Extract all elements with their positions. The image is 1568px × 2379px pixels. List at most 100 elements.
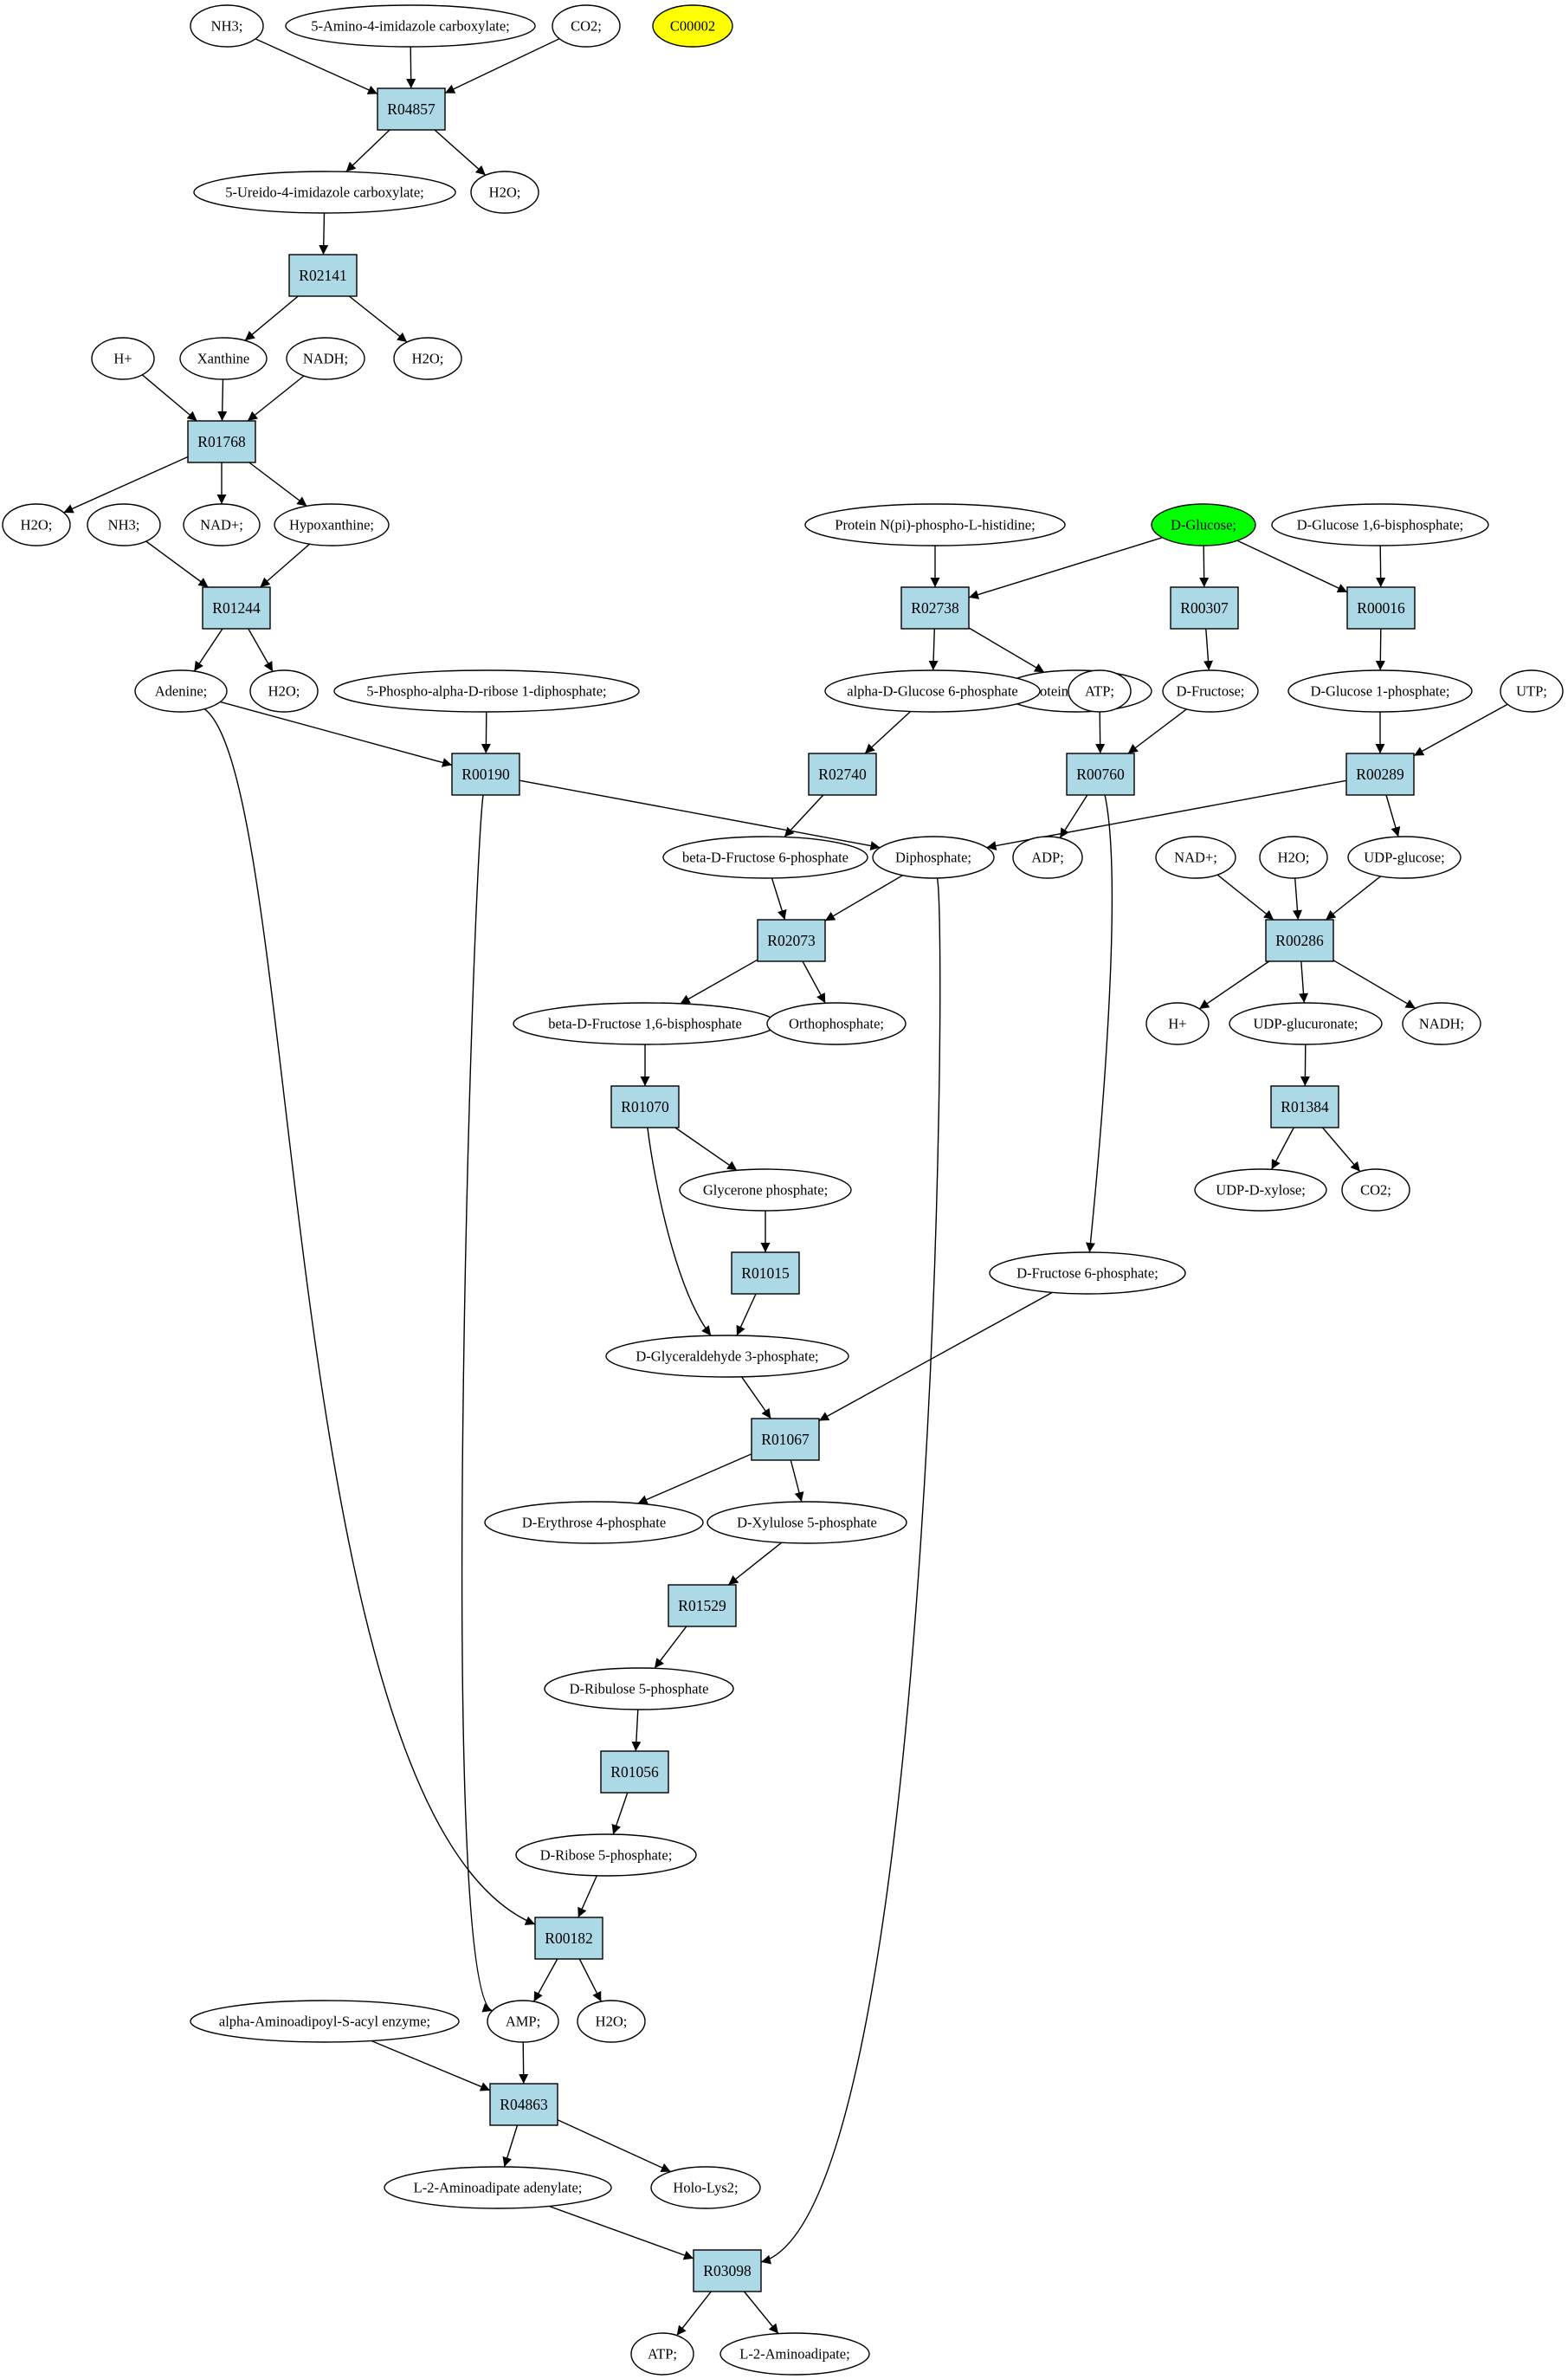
reaction-box (757, 919, 826, 962)
compound-node-dg16bp[interactable]: D-Glucose 1,6-bisphosphate; (1271, 503, 1489, 546)
reaction-node-R01056[interactable]: R01056 (600, 1750, 669, 1794)
compound-node-adenine[interactable]: Adenine; (134, 669, 228, 713)
compound-node-nad_a[interactable]: NAD+; (183, 503, 261, 546)
compound-node-h_b[interactable]: H+ (1145, 1002, 1210, 1045)
reaction-node-R01768[interactable]: R01768 (187, 420, 256, 463)
compound-node-atp_b[interactable]: ATP; (630, 2332, 694, 2376)
compound-node-df6p[interactable]: D-Fructose 6-phosphate; (989, 1251, 1186, 1295)
compound-node-l2aa[interactable]: L-2-Aminoadipate; (719, 2332, 870, 2376)
compound-node-h2o_c[interactable]: H2O; (2, 503, 71, 546)
edge-xu5p-to-R01529 (727, 1542, 783, 1586)
compound-node-udpxyl[interactable]: UDP-D-xylose; (1194, 1168, 1327, 1212)
reaction-node-R00286[interactable]: R00286 (1265, 919, 1334, 962)
edge-R04857-to-ureido (345, 129, 390, 172)
compound-node-adp[interactable]: ADP; (1012, 836, 1083, 879)
reaction-box (489, 2083, 558, 2126)
edge-nh3_a-to-R04857 (255, 38, 378, 95)
compound-node-aaenz[interactable]: alpha-Aminoadipoyl-S-acyl enzyme; (190, 2000, 460, 2043)
compound-ellipse (872, 836, 995, 879)
compound-node-h2o_b[interactable]: H2O; (393, 337, 462, 380)
compound-node-nh3_a[interactable]: NH3; (190, 4, 264, 48)
compound-node-co2_b[interactable]: CO2; (1341, 1168, 1410, 1212)
reaction-node-R00307[interactable]: R00307 (1170, 586, 1239, 630)
reaction-node-R00760[interactable]: R00760 (1066, 753, 1135, 796)
compound-ellipse (190, 2000, 460, 2043)
compound-node-ag6p[interactable]: alpha-D-Glucose 6-phosphate (824, 669, 1041, 713)
reaction-node-R01384[interactable]: R01384 (1270, 1085, 1339, 1128)
compound-node-hypox[interactable]: Hypoxanthine; (274, 503, 390, 546)
compound-node-nad_b[interactable]: NAD+; (1155, 836, 1236, 879)
edge-R01070-to-g3p (647, 1127, 712, 1336)
compound-ellipse (719, 2332, 870, 2376)
compound-node-glycp[interactable]: Glycerone phosphate; (679, 1168, 852, 1212)
compound-ellipse (487, 2000, 559, 2043)
reaction-node-R04857[interactable]: R04857 (377, 87, 446, 131)
edge-R01067-to-xu5p (790, 1459, 804, 1503)
compound-node-diphos[interactable]: Diphosphate; (872, 836, 995, 879)
node-label: Protein N(pi)-phospho-L-histidine; (835, 517, 1035, 533)
compound-ellipse (1155, 836, 1236, 879)
compound-node-h2o_a[interactable]: H2O; (470, 171, 539, 214)
edge-dfructose-to-R00760 (1127, 708, 1187, 754)
reaction-node-R01067[interactable]: R01067 (751, 1418, 820, 1461)
compound-node-ureido[interactable]: 5-Ureido-4-imidazole carboxylate; (193, 171, 456, 214)
compound-node-utp[interactable]: UTP; (1500, 669, 1564, 713)
edge-R01384-to-udpxyl (1270, 1127, 1294, 1170)
reaction-node-R00289[interactable]: R00289 (1345, 753, 1415, 796)
reaction-node-R02073[interactable]: R02073 (757, 919, 826, 962)
compound-node-h2o_e[interactable]: H2O; (1259, 836, 1328, 879)
reaction-node-R01070[interactable]: R01070 (610, 1085, 680, 1128)
compound-node-xanthine[interactable]: Xanthine (179, 337, 268, 380)
compound-node-hololys2[interactable]: Holo-Lys2; (650, 2166, 761, 2209)
compound-node-h2o_f[interactable]: H2O; (577, 2000, 646, 2043)
node-label: NADH; (303, 351, 348, 367)
reaction-node-R01244[interactable]: R01244 (202, 586, 271, 630)
compound-node-bf6p[interactable]: beta-D-Fructose 6-phosphate (662, 836, 868, 879)
reaction-node-R02738[interactable]: R02738 (900, 586, 970, 630)
reaction-node-R02141[interactable]: R02141 (288, 254, 358, 297)
reaction-node-R01015[interactable]: R01015 (731, 1251, 800, 1295)
edge-nad_b-to-R00286 (1216, 874, 1274, 921)
reaction-box (1346, 586, 1416, 630)
compound-node-co2_a[interactable]: CO2; (552, 4, 621, 48)
compound-node-nh3_b[interactable]: NH3; (87, 503, 161, 546)
compound-node-h_a[interactable]: H+ (91, 337, 155, 380)
compound-node-h2o_d[interactable]: H2O; (249, 669, 319, 713)
compound-node-ru5p[interactable]: D-Ribulose 5-phosphate (544, 1667, 734, 1710)
compound-node-prpp[interactable]: 5-Phospho-alpha-D-ribose 1-diphosphate; (333, 669, 640, 713)
compound-node-dg1p[interactable]: D-Glucose 1-phosphate; (1287, 669, 1473, 713)
compound-ellipse (679, 1168, 852, 1212)
compound-node-bf16bp[interactable]: beta-D-Fructose 1,6-bisphosphate (513, 1002, 778, 1045)
reaction-node-R00182[interactable]: R00182 (534, 1917, 603, 1960)
reaction-node-R00190[interactable]: R00190 (451, 753, 520, 796)
compound-node-atp_a[interactable]: ATP; (1068, 669, 1132, 713)
compound-node-udpglc[interactable]: UDP-glucose; (1347, 836, 1462, 879)
reaction-node-R04863[interactable]: R04863 (489, 2083, 558, 2126)
compound-node-e4p[interactable]: D-Erythrose 4-phosphate (484, 1501, 704, 1544)
edge-h_a-to-R01768 (141, 374, 197, 422)
reaction-node-R01529[interactable]: R01529 (668, 1584, 737, 1627)
reaction-node-R02740[interactable]: R02740 (808, 753, 877, 796)
edge-l2aaden-to-R03098 (548, 2205, 694, 2260)
compound-node-orthop[interactable]: Orthophosphate; (766, 1002, 907, 1045)
node-label: R00760 (1076, 766, 1125, 783)
compound-node-c00002[interactable]: C00002 (652, 4, 733, 48)
compound-node-udpglcu[interactable]: UDP-glucuronate; (1229, 1002, 1383, 1045)
compound-node-amp[interactable]: AMP; (487, 2000, 559, 2043)
compound-node-nadh_a[interactable]: NADH; (286, 337, 365, 380)
compound-node-r5p[interactable]: D-Ribose 5-phosphate; (515, 1833, 697, 1877)
compound-node-l2aaden[interactable]: L-2-Aminoadipate adenylate; (384, 2166, 612, 2209)
node-label: R02141 (299, 267, 346, 284)
compound-ellipse (333, 669, 640, 713)
compound-node-dglucose[interactable]: D-Glucose; (1151, 503, 1256, 546)
compound-node-g3p[interactable]: D-Glyceraldehyde 3-phosphate; (605, 1335, 849, 1378)
compound-node-nadh_b[interactable]: NADH; (1402, 1002, 1481, 1045)
reaction-node-R00016[interactable]: R00016 (1346, 586, 1416, 630)
compound-node-dfructose[interactable]: D-Fructose; (1162, 669, 1259, 713)
compound-ellipse (1271, 503, 1489, 546)
reaction-node-R03098[interactable]: R03098 (693, 2249, 762, 2292)
compound-node-amino_imid[interactable]: 5-Amino-4-imidazole carboxylate; (285, 4, 536, 48)
compound-node-xu5p[interactable]: D-Xylulose 5-phosphate (707, 1501, 907, 1544)
compound-node-protnp[interactable]: Protein N(pi)-phospho-L-histidine; (804, 503, 1066, 546)
edge-R03098-to-l2aa (743, 2291, 779, 2335)
